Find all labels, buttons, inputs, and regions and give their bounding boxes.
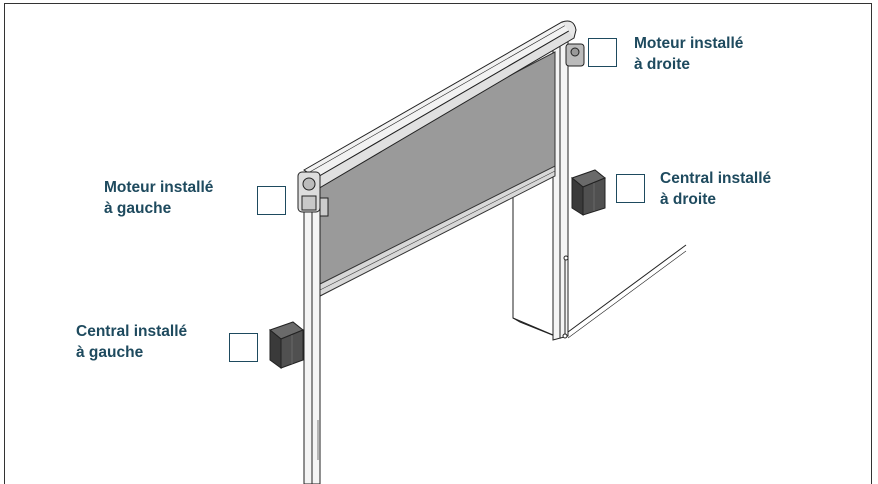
right-motor xyxy=(565,43,585,67)
central-gauche-checkbox[interactable] xyxy=(229,333,258,362)
moteur-gauche-label: Moteur installé à gauche xyxy=(104,177,213,219)
moteur-gauche-label-line2: à gauche xyxy=(104,200,172,217)
central-droite-label-line1: Central installé xyxy=(660,170,772,187)
central-gauche-label-line1: Central installé xyxy=(76,323,188,340)
moteur-gauche-checkbox[interactable] xyxy=(257,186,286,215)
central-droite-label-line2: à droite xyxy=(660,191,716,208)
central-droite-checkbox[interactable] xyxy=(616,174,645,203)
moteur-droite-label-line1: Moteur installé xyxy=(634,35,744,52)
left-motor xyxy=(297,171,329,217)
right-control-box xyxy=(570,169,606,216)
moteur-droite-label: Moteur installé à droite xyxy=(634,33,743,75)
right-guide-rail xyxy=(552,35,569,341)
central-gauche-label-line2: à gauche xyxy=(76,344,144,361)
moteur-droite-label-line2: à droite xyxy=(634,56,690,73)
central-gauche-label: Central installé à gauche xyxy=(76,321,187,363)
left-guide-rail xyxy=(303,175,321,484)
moteur-droite-checkbox[interactable] xyxy=(588,38,617,67)
central-droite-label: Central installé à droite xyxy=(660,168,771,210)
moteur-gauche-label-line1: Moteur installé xyxy=(104,179,214,196)
frame-border xyxy=(4,3,872,484)
left-control-box xyxy=(268,321,304,369)
